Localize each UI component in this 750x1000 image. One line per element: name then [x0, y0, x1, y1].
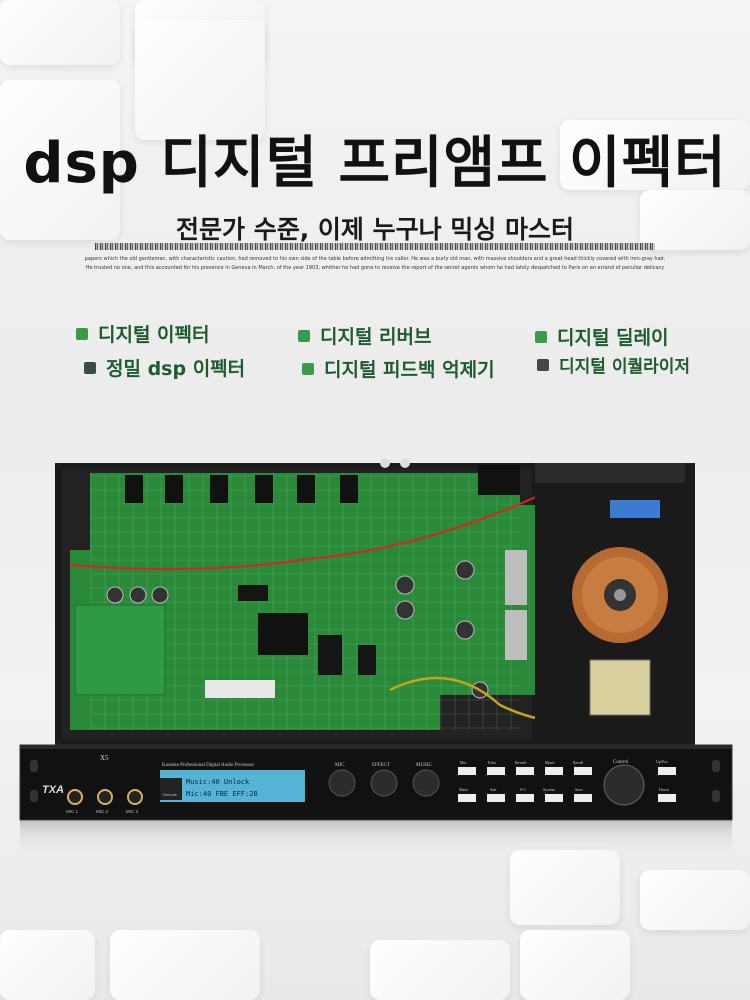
feature-label: 정밀 dsp 이펙터	[106, 358, 246, 380]
background-tile	[0, 930, 95, 1000]
mic-jack-label: MIC 1	[66, 809, 78, 814]
knob-label: MUSIC	[416, 763, 433, 768]
feature-item: 디지털 피드백 억제기	[302, 355, 495, 382]
button-label: Main	[459, 787, 467, 792]
lcd-line: Mic:40 FBE EFF:28	[186, 790, 258, 798]
dsp-device-illustration: TXA X5 Karaoke Professional Digital Audi…	[0, 455, 750, 855]
panel-title: Karaoke Professional Digital Audio Proce…	[162, 763, 255, 768]
small-caption-line: He trusted no one, and this accounted fo…	[85, 265, 665, 271]
model-label: X5	[100, 754, 109, 762]
button-label: System	[543, 787, 556, 792]
toroidal-transformer	[572, 547, 668, 643]
ribbon-cable	[205, 680, 275, 698]
button-label: Mic	[460, 760, 467, 765]
front-panel: TXA X5 Karaoke Professional Digital Audi…	[19, 744, 733, 821]
feature-item: 디지털 이펙터	[76, 320, 210, 347]
button-label: Save	[575, 787, 583, 792]
bullet-icon	[537, 358, 549, 371]
page-subtitle: 전문가 수준, 이제 누구나 믹싱 마스터	[175, 215, 575, 244]
remote-sensor	[160, 778, 182, 800]
remote-label: Remote	[163, 792, 178, 797]
small-caption-line: papers which the old gentleman, with cha…	[84, 256, 666, 262]
button-label: Sub	[490, 787, 496, 792]
background-tile	[0, 80, 120, 240]
heatsink	[505, 550, 527, 605]
brand-logo: TXA	[42, 784, 64, 796]
feature-label: 디지털 이펙터	[98, 324, 210, 346]
button-label: Recall	[573, 760, 584, 765]
mic-jack	[127, 789, 143, 805]
device-svg: TXA X5 Karaoke Professional Digital Audi…	[19, 458, 733, 855]
feature-item: 정밀 dsp 이펙터	[84, 354, 245, 381]
bullet-icon	[84, 361, 96, 374]
feature-item: 디지털 딜레이	[535, 323, 669, 350]
button-label: Music	[545, 760, 555, 765]
feature-label: 디지털 이퀄라이저	[559, 357, 691, 377]
button-label: Reverb	[515, 760, 527, 765]
background-tile	[640, 190, 750, 250]
lcd-display	[160, 770, 305, 802]
reverb-button[interactable]	[516, 767, 534, 775]
system-button[interactable]	[545, 794, 563, 802]
bullet-icon	[535, 330, 547, 343]
up-label: Up/Esc	[656, 759, 668, 764]
chip	[358, 645, 376, 675]
music-knob[interactable]	[412, 769, 440, 797]
lcd-line: Music:40 Unlock	[186, 778, 250, 786]
bullet-icon	[76, 327, 88, 340]
feature-label: 디지털 리버브	[320, 326, 432, 348]
music-button[interactable]	[545, 767, 563, 775]
echo-button[interactable]	[487, 767, 505, 775]
mic-jack	[67, 789, 83, 805]
wire	[69, 494, 541, 570]
background-tile	[510, 850, 620, 925]
sc-button[interactable]	[516, 794, 534, 802]
mic-jack	[97, 789, 113, 805]
feature-item: 디지털 리버브	[298, 322, 432, 349]
rear-connectors	[125, 458, 520, 503]
knob-label: EFFECT	[372, 763, 390, 768]
chip	[318, 635, 342, 675]
knob-label: MIC	[335, 763, 345, 768]
sub-button[interactable]	[487, 794, 505, 802]
fuse-block	[610, 500, 660, 518]
effect-knob[interactable]	[370, 769, 398, 797]
mic-jack-label: MIC 3	[126, 809, 138, 814]
control-knob[interactable]	[603, 764, 645, 806]
feature-item: 디지털 이퀄라이저	[537, 352, 690, 377]
page-title: dsp 디지털 프리앰프 이펙터	[23, 131, 727, 196]
control-label: Control	[613, 760, 629, 765]
chip	[238, 585, 268, 601]
mic-jack-label: MIC 2	[96, 809, 108, 814]
up-button[interactable]	[658, 767, 676, 775]
button-grid	[458, 767, 676, 802]
background-tile	[370, 940, 510, 1000]
background-tile	[110, 930, 260, 1000]
background-tile	[640, 870, 750, 930]
background-tile	[0, 0, 120, 65]
main-button[interactable]	[458, 794, 476, 802]
feature-label: 디지털 딜레이	[557, 327, 669, 349]
button-label: Echo	[488, 760, 496, 765]
background-tile	[135, 20, 265, 140]
feature-label: 디지털 피드백 억제기	[324, 359, 495, 381]
capacitors	[106, 560, 489, 699]
bullet-icon	[302, 362, 314, 375]
background-tile	[520, 930, 630, 1000]
button-label: S-C	[520, 787, 527, 792]
dsp-chip	[258, 613, 308, 655]
down-label: Down	[659, 787, 669, 792]
panel-reflection	[20, 821, 732, 855]
mic-knob[interactable]	[328, 769, 356, 797]
decorative-band	[95, 243, 655, 250]
small-transformer	[589, 659, 651, 716]
mic-button[interactable]	[458, 767, 476, 775]
heatsink	[505, 610, 527, 660]
bullet-icon	[298, 329, 310, 342]
save-button[interactable]	[574, 794, 592, 802]
sub-board	[74, 604, 166, 696]
down-button[interactable]	[658, 794, 676, 802]
recall-button[interactable]	[574, 767, 592, 775]
background-tile	[560, 120, 750, 190]
